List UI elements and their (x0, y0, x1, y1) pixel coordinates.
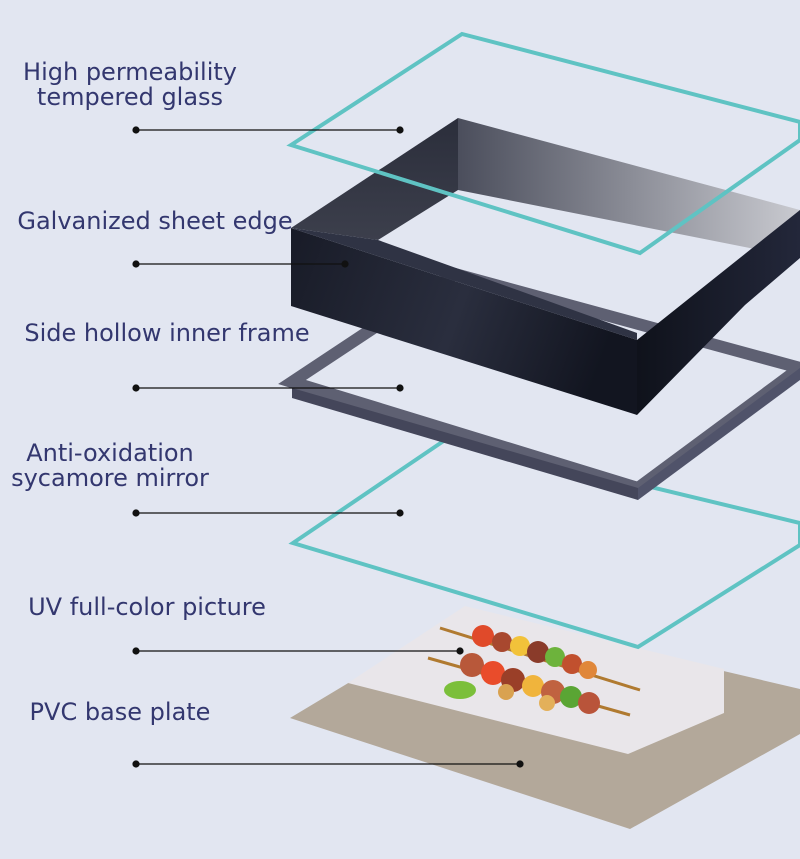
label-line: UV full-color picture (28, 593, 266, 621)
leader-lines (132, 126, 524, 768)
label-pvc-base-plate: PVC base plate (0, 700, 270, 725)
label-line: tempered glass (36, 83, 224, 111)
label-line: sycamore mirror (11, 464, 209, 492)
label-anti-oxidation-mirror: Anti-oxidation sycamore mirror (0, 441, 260, 491)
label-line: Anti-oxidation (26, 439, 194, 467)
label-tempered-glass: High permeability tempered glass (0, 60, 280, 110)
leader-line-base (132, 760, 524, 768)
leader-line-glass (132, 126, 404, 134)
leader-line-inner-frame (132, 384, 404, 392)
leader-line-sheet-edge (132, 260, 349, 268)
leader-line-picture (132, 647, 464, 655)
leader-line-mirror (132, 509, 404, 517)
label-galvanized-sheet-edge: Galvanized sheet edge (5, 209, 305, 234)
label-line: Side hollow inner frame (24, 319, 310, 347)
label-line: PVC base plate (29, 698, 211, 726)
galvanized-sheet-edge (291, 118, 800, 415)
tempered-glass (286, 31, 800, 256)
kebab-image (427, 625, 641, 717)
label-line: Galvanized sheet edge (17, 207, 293, 235)
label-line: High permeability (23, 58, 237, 86)
anti-oxidation-mirror (288, 435, 800, 650)
label-side-hollow-inner-frame: Side hollow inner frame (17, 321, 317, 346)
label-uv-picture: UV full-color picture (0, 595, 297, 620)
pvc-base-plate (290, 606, 800, 829)
